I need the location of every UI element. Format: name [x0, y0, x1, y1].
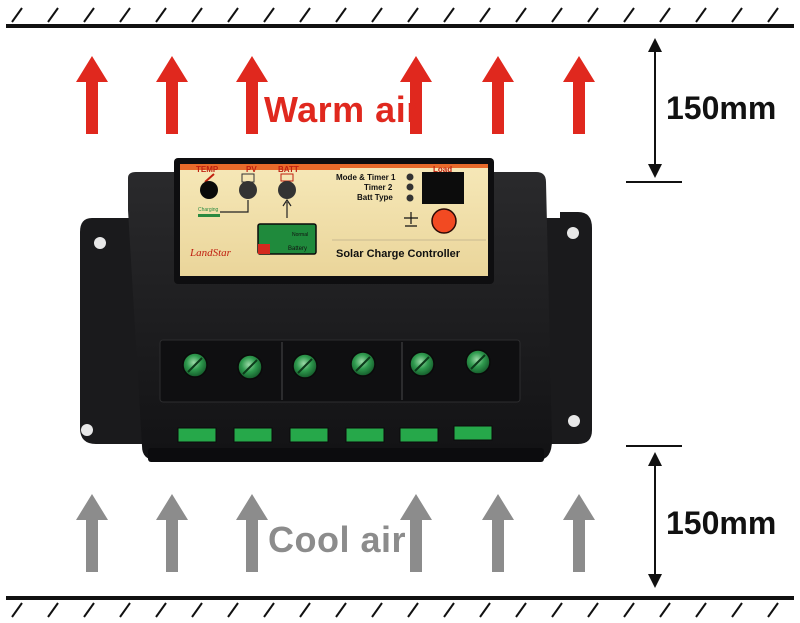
top-clearance-label: 150mm [666, 90, 776, 126]
panel-title: Solar Charge Controller [336, 248, 461, 260]
warm-air-label: Warm air [264, 89, 421, 130]
mode-timer1-led [407, 174, 414, 181]
top-dim-arrow-down [648, 164, 662, 178]
mount-hole-bottom-left [81, 424, 93, 436]
wire-slot-5 [400, 428, 438, 442]
temp-sensor [200, 181, 218, 199]
solar-charge-controller: TEMP PV BATT Load Charging Normal Batter… [80, 158, 592, 462]
top-wall [6, 8, 794, 28]
charging-legend-bar [198, 214, 220, 217]
warm-arrow-5 [482, 56, 514, 134]
mount-hole-bottom-right [568, 415, 580, 427]
wire-slot-4 [346, 428, 384, 442]
pv-indicator [239, 181, 257, 199]
warm-arrow-2 [156, 56, 188, 134]
battery-normal-label: Normal [292, 232, 308, 238]
mode-timer1-label: Mode & Timer 1 [336, 173, 396, 182]
wire-slot-6 [454, 426, 492, 440]
warm-arrow-6 [563, 56, 595, 134]
batt-type-label: Batt Type [357, 193, 393, 202]
wire-slot-3 [290, 428, 328, 442]
charging-label: Charging [198, 207, 219, 213]
wire-slot-1 [178, 428, 216, 442]
bottom-dim-arrow-up [648, 452, 662, 466]
terminal-block [160, 340, 520, 402]
bottom-clearance-label: 150mm [666, 505, 776, 541]
battery-graphic-fill [258, 244, 270, 254]
timer2-led [407, 184, 414, 191]
warm-arrow-1 [76, 56, 108, 134]
display-window [422, 172, 464, 204]
batt-indicator [278, 181, 296, 199]
batt-type-led [407, 195, 414, 202]
mount-hole-top-right [567, 227, 579, 239]
temp-label: TEMP [196, 165, 219, 174]
pv-label: PV [246, 165, 257, 174]
batt-label: BATT [278, 165, 299, 174]
cool-arrow-6 [563, 494, 595, 572]
cool-arrow-2 [156, 494, 188, 572]
cool-arrow-1 [76, 494, 108, 572]
mount-hole-top-left [94, 237, 106, 249]
bottom-wall-hatching [12, 603, 778, 617]
cool-arrow-3 [236, 494, 268, 572]
timer2-label: Timer 2 [364, 183, 393, 192]
brand-logo: LandStar [189, 247, 232, 259]
battery-graphic-label: Battery [288, 246, 307, 252]
wire-slot-2 [234, 428, 272, 442]
cool-air-label: Cool air [268, 519, 406, 560]
bottom-wall [6, 596, 794, 617]
bottom-dim-arrow-down [648, 574, 662, 588]
top-wall-hatching [12, 8, 778, 22]
top-dim-arrow-up [648, 38, 662, 52]
load-button[interactable] [432, 209, 456, 233]
cool-arrow-5 [482, 494, 514, 572]
housing-vent-strip [148, 448, 544, 462]
